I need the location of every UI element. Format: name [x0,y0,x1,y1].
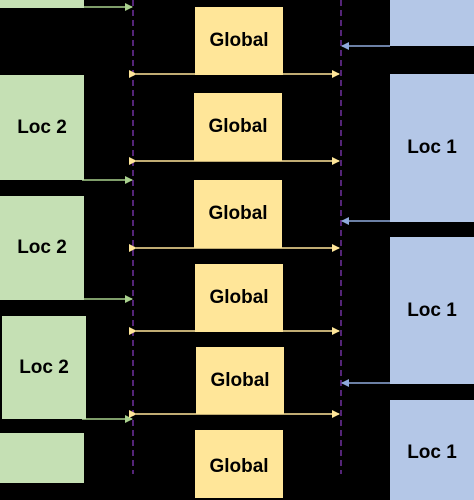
global-box: Global [194,93,282,161]
global-label: Global [208,116,268,137]
loc1-label: Loc 1 [407,137,457,158]
loc1-label: Loc 1 [407,442,457,463]
loc1-box-partial [390,0,474,46]
loc1-box: Loc 1 [390,74,474,222]
loc2-label: Loc 2 [17,116,67,138]
global-box: Global [196,347,284,414]
loc2-label: Loc 2 [17,237,67,258]
global-label: Global [210,369,270,391]
global-box: Global [195,264,283,332]
global-label: Global [209,30,269,51]
global-box: Global [195,7,283,75]
global-box: Global [195,430,283,498]
global-box: Global [194,180,282,248]
loc2-box: Loc 2 [0,196,84,300]
loc1-box: Loc 1 [390,400,474,500]
loc2-box-partial [0,0,84,8]
loc2-box: Loc 2 [2,316,86,419]
global-label: Global [209,456,269,477]
global-label: Global [209,287,269,308]
loc2-label: Loc 2 [19,356,69,378]
loc2-box: Loc 2 [0,75,84,180]
loc1-box: Loc 1 [390,237,474,384]
loc2-box-partial [0,433,84,483]
loc1-label: Loc 1 [407,299,457,321]
global-label: Global [208,203,268,224]
